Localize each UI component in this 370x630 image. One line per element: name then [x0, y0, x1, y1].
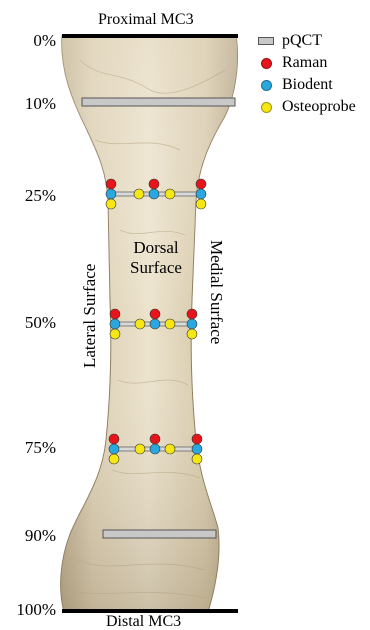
osteoprobe-marker [196, 199, 206, 209]
osteoprobe-marker [192, 454, 202, 464]
dorsal-surface-line2: Surface [116, 258, 196, 278]
yellow-dot-icon [261, 102, 272, 113]
dorsal-surface-line1: Dorsal [116, 238, 196, 258]
legend-item-pqct: pQCT [258, 30, 356, 52]
osteoprobe-marker [106, 199, 116, 209]
tick-label: 0% [0, 32, 56, 49]
legend-label: Biodent [282, 76, 333, 94]
biodent-marker [150, 444, 160, 454]
osteoprobe-marker [165, 444, 175, 454]
medial-surface-label: Medial Surface [206, 240, 226, 344]
distal-label: Distal MC3 [106, 614, 181, 630]
blue-dot-icon [261, 80, 272, 91]
biodent-marker [106, 189, 116, 199]
biodent-marker [149, 189, 159, 199]
legend-item-biodent: Biodent [258, 74, 356, 96]
raman-marker [110, 309, 120, 319]
tick-label: 90% [0, 527, 56, 544]
osteoprobe-marker [109, 454, 119, 464]
biodent-marker [187, 319, 197, 329]
osteoprobe-marker [165, 189, 175, 199]
pqct-bar-10 [82, 98, 235, 106]
biodent-marker [192, 444, 202, 454]
osteoprobe-marker [110, 329, 120, 339]
biodent-marker [109, 444, 119, 454]
red-dot-icon [261, 58, 272, 69]
raman-marker [150, 309, 160, 319]
raman-marker [106, 179, 116, 189]
tick-label: 100% [0, 601, 56, 618]
legend-label: pQCT [282, 32, 322, 50]
osteoprobe-marker [165, 319, 175, 329]
legend-item-osteoprobe: Osteoprobe [258, 96, 356, 118]
biodent-marker [196, 189, 206, 199]
osteoprobe-marker [134, 189, 144, 199]
dorsal-surface-label: Dorsal Surface [116, 238, 196, 278]
tick-label: 50% [0, 314, 56, 331]
legend-item-raman: Raman [258, 52, 356, 74]
legend-label: Raman [282, 54, 327, 72]
legend: pQCT Raman Biodent Osteoprobe [258, 30, 356, 118]
raman-marker [187, 309, 197, 319]
tick-label: 25% [0, 187, 56, 204]
osteoprobe-marker [135, 444, 145, 454]
osteoprobe-marker [187, 329, 197, 339]
raman-marker [149, 179, 159, 189]
raman-marker [192, 434, 202, 444]
raman-marker [196, 179, 206, 189]
pqct-bar-90 [103, 530, 216, 538]
tick-label: 75% [0, 439, 56, 456]
raman-marker [150, 434, 160, 444]
proximal-label: Proximal MC3 [98, 12, 194, 28]
tick-label: 10% [0, 95, 56, 112]
lateral-surface-label: Lateral Surface [80, 264, 100, 368]
biodent-marker [110, 319, 120, 329]
biodent-marker [150, 319, 160, 329]
osteoprobe-marker [135, 319, 145, 329]
legend-label: Osteoprobe [282, 98, 356, 116]
pqct-bar-icon [258, 37, 274, 45]
raman-marker [109, 434, 119, 444]
